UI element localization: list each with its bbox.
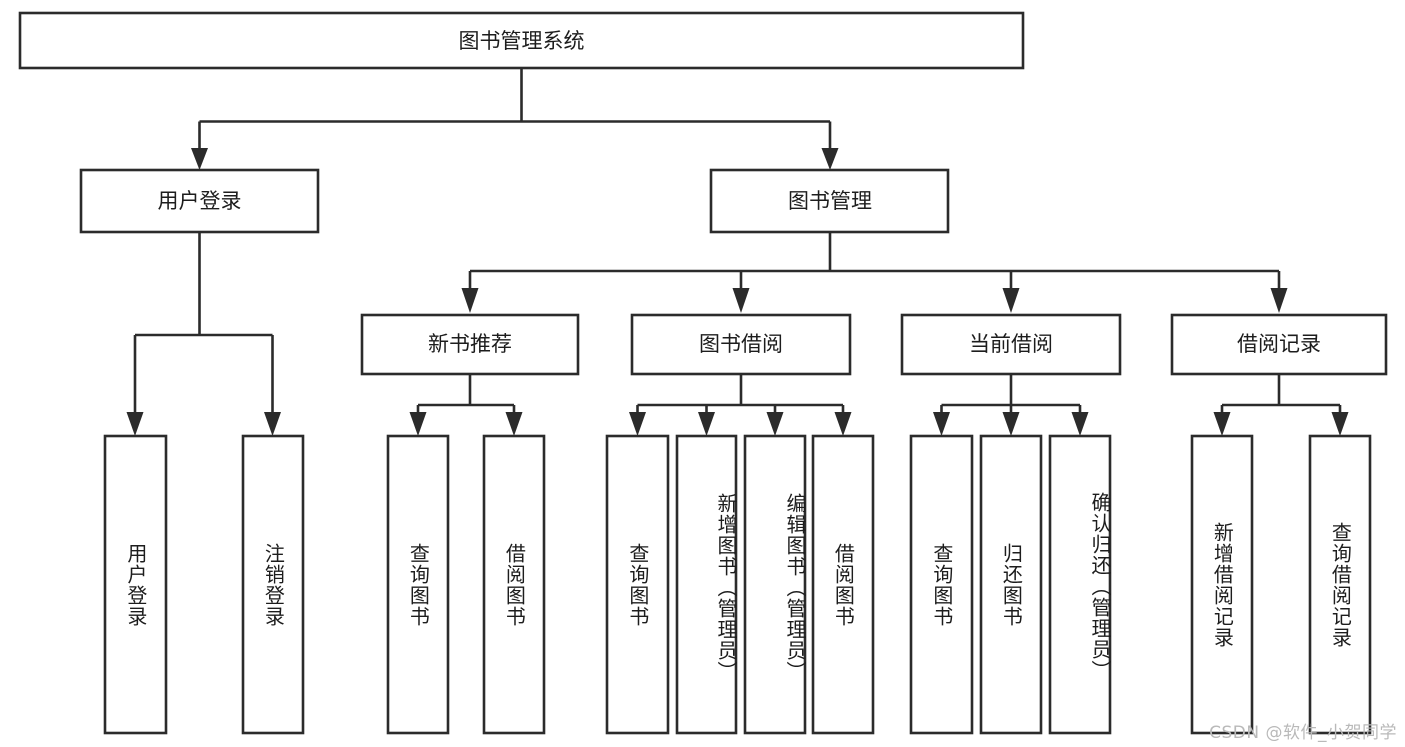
node-current-borrow-label: 当前借阅 [969, 332, 1053, 356]
node-user-login[interactable]: 用户登录 [79, 168, 320, 234]
connector-root-to-level2 [198, 68, 832, 152]
leaf-borrow-book-1-box[interactable] [482, 434, 546, 735]
arrow-to-leaf-borrow-book-2 [834, 412, 852, 436]
leaf-edit-book-box[interactable] [743, 434, 807, 735]
leaf-query-book-3-box[interactable] [909, 434, 974, 735]
arrow-to-leaf-logout [264, 412, 281, 436]
node-book-borrow-label: 图书借阅 [699, 332, 783, 356]
node-current-borrow-box[interactable] [900, 313, 1122, 376]
connector-newbook-to-leaves [416, 374, 516, 416]
arrow-to-borrow-record [1270, 288, 1288, 313]
watermark-text: CSDN @软件_小贺同学 [1209, 723, 1397, 743]
node-book-borrow[interactable]: 图书借阅 [630, 313, 852, 376]
leaf-query-book-2-box[interactable] [605, 434, 670, 735]
arrow-to-new-book-recommend [461, 288, 479, 313]
leaf-logout-box[interactable] [241, 434, 305, 735]
node-borrow-record-box[interactable] [1170, 313, 1388, 376]
arrow-to-leaf-add-book [698, 412, 715, 436]
connector-borrowrecord-to-leaves [1220, 374, 1342, 416]
arrow-to-leaf-query-book-2 [629, 412, 646, 436]
arrow-to-book-borrow [732, 288, 750, 313]
node-new-book-recommend-box[interactable] [360, 313, 580, 376]
leaf-user-login-box[interactable] [103, 434, 168, 735]
node-current-borrow[interactable]: 当前借阅 [900, 313, 1122, 376]
arrow-to-leaf-query-book-3 [933, 412, 950, 436]
node-borrow-record[interactable]: 借阅记录 [1170, 313, 1388, 376]
node-root-box[interactable] [18, 11, 1025, 70]
arrow-to-leaf-user-login [126, 412, 144, 436]
arrow-to-user-login [191, 148, 208, 170]
leaf-add-record-box[interactable] [1190, 434, 1254, 735]
leaf-query-record-box[interactable] [1308, 434, 1372, 735]
node-user-login-label: 用户登录 [158, 189, 242, 213]
leaf-add-book-box[interactable] [675, 434, 738, 735]
node-book-manage-label: 图书管理 [788, 189, 872, 213]
node-new-book-recommend[interactable]: 新书推荐 [360, 313, 580, 376]
leaf-boxes-group [103, 434, 1372, 735]
connector-userlogin-to-leaves [133, 232, 274, 416]
arrow-to-leaf-confirm-return [1071, 412, 1089, 436]
node-book-manage[interactable]: 图书管理 [709, 168, 950, 234]
arrow-to-leaf-add-record [1213, 412, 1231, 436]
node-root-label: 图书管理系统 [459, 29, 585, 53]
arrow-to-book-manage [821, 148, 839, 170]
node-borrow-record-label: 借阅记录 [1237, 332, 1321, 356]
node-user-login-box[interactable] [79, 168, 320, 234]
arrow-to-leaf-query-record [1331, 412, 1349, 436]
arrow-to-leaf-query-book-1 [409, 412, 427, 436]
connector-currentborrow-to-leaves [940, 374, 1082, 416]
leaf-confirm-return-box[interactable] [1048, 434, 1112, 735]
arrow-to-current-borrow [1002, 288, 1020, 313]
connector-bookborrow-to-leaves [636, 374, 845, 416]
arrow-to-leaf-return-book [1002, 412, 1020, 436]
node-new-book-recommend-label: 新书推荐 [428, 332, 512, 356]
node-book-manage-box[interactable] [709, 168, 950, 234]
arrow-to-leaf-borrow-book-1 [505, 412, 523, 436]
leaf-query-book-1-box[interactable] [386, 434, 450, 735]
leaf-return-book-box[interactable] [979, 434, 1043, 735]
node-root[interactable]: 图书管理系统 [18, 11, 1025, 70]
connectors-group [126, 68, 1349, 436]
leaf-borrow-book-2-box[interactable] [811, 434, 875, 735]
arrow-to-leaf-edit-book [766, 412, 784, 436]
node-book-borrow-box[interactable] [630, 313, 852, 376]
connector-bookmanage-to-level3 [468, 232, 1281, 292]
